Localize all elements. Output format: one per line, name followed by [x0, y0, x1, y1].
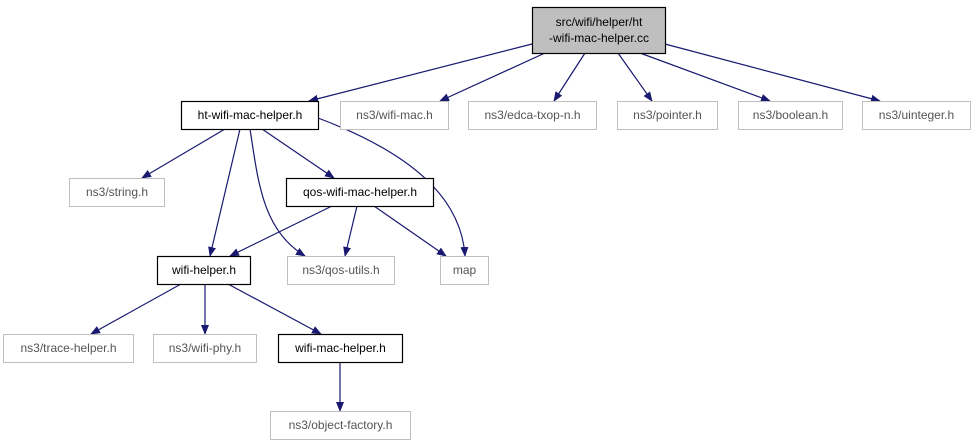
node-edca-txop-n: ns3/edca-txop-n.h — [468, 101, 597, 130]
node-box-root — [531, 6, 667, 55]
node-label-map: map — [453, 263, 477, 277]
node-box-pointer — [617, 101, 718, 130]
node-box-uinteger — [862, 101, 971, 130]
edge-root-to-pointer — [617, 52, 653, 102]
edge-root-to-wifi-mac — [439, 52, 546, 102]
edge-wifi-helper-to-trace-helper — [90, 283, 182, 335]
nodes-layer: src/wifi/helper/ht -wifi-mac-helper.cc ht-… — [3, 6, 971, 440]
node-label-wifi-mac: ns3/wifi-mac.h — [356, 108, 433, 122]
node-box-object-factory — [270, 411, 411, 440]
node-root[interactable]: src/wifi/helper/ht -wifi-mac-helper.cc — [531, 6, 667, 55]
node-label-wifi-phy: ns3/wifi-phy.h — [169, 341, 241, 355]
node-label-qos-wifi-mac-helper: qos-wifi-mac-helper.h — [303, 185, 417, 199]
node-wifi-mac-helper[interactable]: wifi-mac-helper.h — [277, 333, 404, 364]
edge-wifi-helper-to-wifi-mac-helper — [227, 283, 322, 335]
node-box-wifi-phy — [153, 334, 257, 363]
node-box-trace-helper — [3, 334, 134, 363]
edges-layer — [90, 43, 881, 412]
node-string: ns3/string.h — [69, 178, 165, 207]
node-label-root-line-0: src/wifi/helper/ht — [556, 15, 643, 29]
node-label-string: ns3/string.h — [86, 185, 148, 199]
node-label-qos-utils: ns3/qos-utils.h — [302, 263, 379, 277]
node-wifi-mac: ns3/wifi-mac.h — [340, 101, 449, 130]
node-label-pointer: ns3/pointer.h — [633, 108, 702, 122]
node-boolean: ns3/boolean.h — [738, 101, 843, 130]
node-label-uinteger: ns3/uinteger.h — [879, 108, 954, 122]
node-box-wifi-helper — [156, 255, 252, 286]
node-box-string — [69, 178, 165, 207]
node-box-qos-utils — [287, 256, 395, 285]
edge-root-to-edca-txop-n — [553, 52, 586, 102]
node-label-edca-txop-n: ns3/edca-txop-n.h — [484, 108, 580, 122]
node-map: map — [440, 256, 489, 285]
node-box-map — [440, 256, 489, 285]
node-qos-wifi-mac-helper[interactable]: qos-wifi-mac-helper.h — [285, 177, 435, 208]
node-object-factory: ns3/object-factory.h — [270, 411, 411, 440]
node-box-wifi-mac-helper — [277, 333, 404, 364]
edge-ht-wifi-mac-helper-to-qos-utils — [249, 128, 306, 257]
node-pointer: ns3/pointer.h — [617, 101, 718, 130]
node-wifi-phy: ns3/wifi-phy.h — [153, 334, 257, 363]
edge-root-to-uinteger — [664, 43, 881, 103]
node-ht-wifi-mac-helper[interactable]: ht-wifi-mac-helper.h — [180, 100, 320, 131]
node-trace-helper: ns3/trace-helper.h — [3, 334, 134, 363]
node-box-qos-wifi-mac-helper — [285, 177, 435, 208]
node-label-boolean: ns3/boolean.h — [753, 108, 828, 122]
node-box-ht-wifi-mac-helper — [180, 100, 320, 131]
edge-qos-wifi-mac-helper-to-map — [373, 205, 447, 257]
edge-ht-wifi-mac-helper-to-qos-wifi-mac-helper — [261, 128, 335, 179]
edge-qos-wifi-mac-helper-to-qos-utils — [343, 205, 358, 257]
node-uinteger: ns3/uinteger.h — [862, 101, 971, 130]
node-label-wifi-helper: wifi-helper.h — [171, 263, 236, 277]
node-label-ht-wifi-mac-helper: ht-wifi-mac-helper.h — [198, 108, 303, 122]
node-label-wifi-mac-helper: wifi-mac-helper.h — [294, 341, 386, 355]
edge-ht-wifi-mac-helper-to-string — [141, 128, 226, 179]
edge-root-to-boolean — [639, 52, 771, 102]
node-label-trace-helper: ns3/trace-helper.h — [20, 341, 116, 355]
node-box-wifi-mac — [340, 101, 449, 130]
edge-ht-wifi-mac-helper-to-wifi-helper — [208, 128, 241, 257]
node-label-root-line-1: -wifi-mac-helper.cc — [549, 31, 649, 45]
edge-qos-wifi-mac-helper-to-wifi-helper — [229, 205, 333, 257]
node-box-edca-txop-n — [468, 101, 597, 130]
node-label-object-factory: ns3/object-factory.h — [289, 418, 393, 432]
edge-root-to-ht-wifi-mac-helper — [308, 43, 533, 103]
node-wifi-helper[interactable]: wifi-helper.h — [156, 255, 252, 286]
node-qos-utils: ns3/qos-utils.h — [287, 256, 395, 285]
node-box-boolean — [738, 101, 843, 130]
